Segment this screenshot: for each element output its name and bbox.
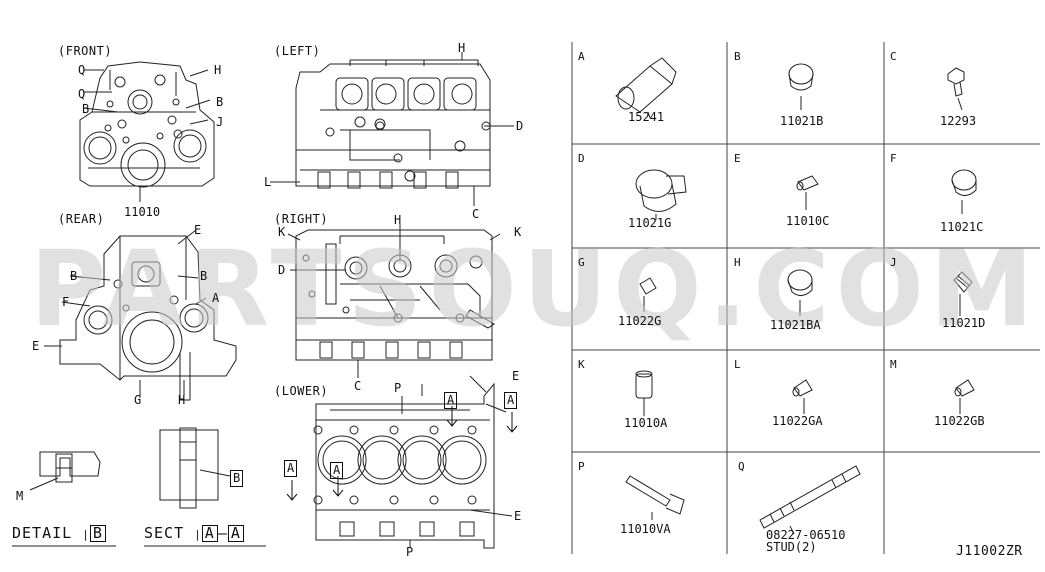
left-label-d: D: [516, 119, 524, 133]
part-f-number[interactable]: 11021C: [940, 220, 984, 234]
part-q-number[interactable]: 08227-06510: [766, 528, 846, 542]
right-view-title: (RIGHT): [274, 212, 329, 226]
part-c-number[interactable]: 12293: [940, 114, 977, 128]
right-label-k1: K: [278, 225, 286, 239]
diagram-code: J11002ZR: [956, 544, 1023, 559]
part-e-letter: E: [734, 152, 741, 165]
part-c-letter: C: [890, 50, 897, 63]
rear-label-b2: B: [200, 269, 208, 283]
part-d-letter: D: [578, 152, 585, 165]
lower-label-e2: E: [514, 509, 522, 523]
left-label-l: L: [264, 175, 272, 189]
part-k-illustration: [635, 370, 653, 416]
sect-label-b: B: [230, 470, 244, 487]
rear-label-b1: B: [70, 269, 78, 283]
right-view-drawing: [287, 224, 501, 378]
front-part-number: 11010: [124, 205, 161, 219]
rear-view-title: (REAR): [58, 212, 105, 226]
part-j-illustration: [953, 271, 973, 316]
part-l-illustration: [792, 379, 813, 414]
lower-label-p2: P: [406, 545, 414, 559]
part-g-number[interactable]: 11022G: [618, 314, 662, 328]
part-c-illustration: [947, 67, 965, 111]
part-h-number[interactable]: 11021BA: [770, 318, 821, 332]
part-h-letter: H: [734, 256, 741, 269]
part-m-illustration: [954, 379, 975, 414]
part-h-illustration: [787, 269, 813, 316]
right-label-k2: K: [514, 225, 522, 239]
rear-label-e2: E: [32, 339, 40, 353]
rear-label-f: F: [62, 295, 70, 309]
detail-b-caption: DETAIL |B: [12, 524, 106, 542]
rear-label-e1: E: [194, 223, 202, 237]
lower-label-e1: E: [512, 369, 520, 383]
part-d-illustration: [635, 169, 687, 220]
parts-table-grid: [571, 42, 1040, 554]
part-f-letter: F: [890, 152, 897, 165]
part-a-number[interactable]: 15241: [628, 110, 665, 124]
part-l-number[interactable]: 11022GA: [772, 414, 823, 428]
part-k-letter: K: [578, 358, 585, 371]
part-j-number[interactable]: 11021D: [942, 316, 986, 330]
left-label-c: C: [472, 207, 480, 221]
part-e-number[interactable]: 11010C: [786, 214, 830, 228]
part-m-number[interactable]: 11022GB: [934, 414, 985, 428]
front-label-q1: Q: [78, 63, 86, 77]
detail-label-m: M: [16, 489, 24, 503]
front-view-title: (FRONT): [58, 44, 113, 58]
rear-label-a: A: [212, 291, 220, 305]
left-view-title: (LEFT): [274, 44, 321, 58]
left-view-drawing: [270, 52, 514, 206]
lower-label-a1: A: [444, 392, 458, 409]
rear-label-h: H: [178, 393, 186, 407]
detail-section-drawing: [12, 427, 266, 547]
part-e-illustration: [796, 175, 819, 210]
lower-label-a3: A: [284, 460, 298, 477]
sect-a-a-caption: SECT |A—A: [144, 524, 244, 542]
watermark-text: PARTSOUQ.COM: [30, 228, 1040, 350]
part-a-illustration: [615, 57, 677, 119]
front-label-q2: Q: [78, 87, 86, 101]
part-g-letter: G: [578, 256, 585, 269]
lower-label-a4: A: [330, 462, 344, 479]
part-b-number[interactable]: 11021B: [780, 114, 824, 128]
front-view-drawing: [79, 61, 215, 202]
part-k-number[interactable]: 11010A: [624, 416, 668, 430]
right-label-h: H: [394, 213, 402, 227]
part-l-letter: L: [734, 358, 741, 371]
rear-view-drawing: [44, 229, 237, 401]
part-j-letter: J: [890, 256, 897, 269]
right-label-d: D: [278, 263, 286, 277]
lower-label-p1: P: [394, 381, 402, 395]
right-label-c: C: [354, 379, 362, 393]
part-q-letter: Q: [738, 460, 745, 473]
lower-label-a2: A: [504, 392, 518, 409]
front-label-j: J: [216, 115, 224, 129]
part-q-illustration: [759, 465, 861, 535]
part-q-note: STUD(2): [766, 540, 817, 554]
part-m-letter: M: [890, 358, 897, 371]
front-label-b1: B: [82, 102, 90, 116]
left-label-h: H: [458, 41, 466, 55]
part-a-letter: A: [578, 50, 585, 63]
part-g-illustration: [639, 277, 657, 312]
rear-label-g: G: [134, 393, 142, 407]
front-label-h: H: [214, 63, 222, 77]
lower-view-drawing: [286, 375, 518, 549]
part-d-number[interactable]: 11021G: [628, 216, 672, 230]
part-f-illustration: [951, 169, 977, 214]
part-p-letter: P: [578, 460, 585, 473]
part-p-illustration: [625, 475, 685, 520]
part-p-number[interactable]: 11010VA: [620, 522, 671, 536]
front-label-b2: B: [216, 95, 224, 109]
lower-view-title: (LOWER): [274, 384, 329, 398]
part-b-letter: B: [734, 50, 741, 63]
part-b-illustration: [788, 63, 814, 110]
